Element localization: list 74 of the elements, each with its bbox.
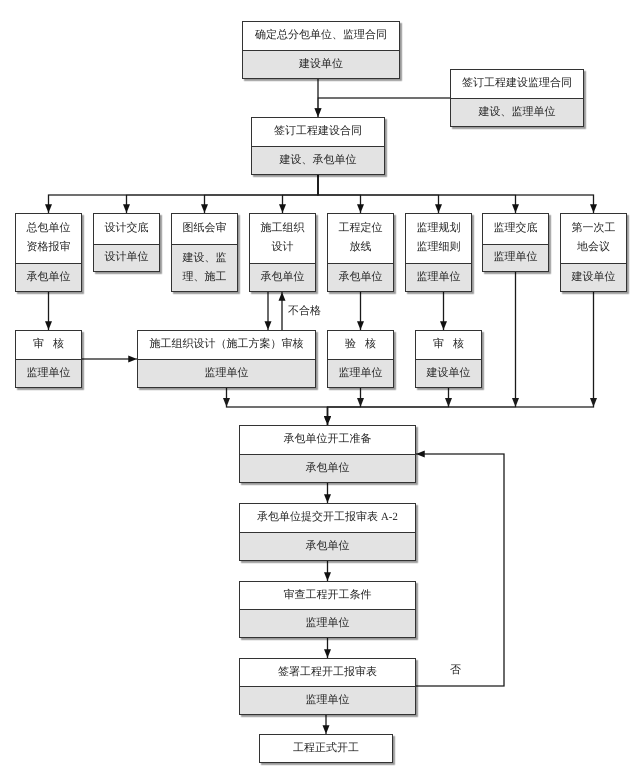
process-box [15, 330, 82, 388]
arrow [324, 638, 331, 658]
party-band: 设计单位 [94, 244, 159, 271]
step-title: 监理规划监理细则 [416, 221, 462, 256]
step-title: 审查工程开工条件 [284, 588, 372, 603]
party-band: 监理单位 [138, 358, 315, 387]
party-band: 监理单位 [328, 358, 393, 387]
party-band: 承包单位 [328, 262, 393, 291]
edge-label: 不合格 [287, 304, 322, 318]
process-box [239, 503, 416, 561]
process-box [482, 213, 549, 272]
arrow [322, 715, 330, 734]
party-band: 建设、监理、施工 [172, 244, 237, 291]
arrow [264, 292, 272, 330]
step-title: 第一次工地会议 [570, 221, 616, 256]
arrow [314, 97, 450, 117]
process-box [415, 330, 482, 388]
party-band: 监理单位 [240, 686, 415, 714]
edge-label: 否 [449, 663, 462, 677]
process-box [239, 581, 416, 638]
arrow [324, 483, 331, 503]
process-box [251, 117, 385, 175]
arrow [324, 561, 331, 581]
process-box [239, 658, 416, 715]
process-box [93, 213, 160, 272]
process-box [239, 425, 416, 483]
party-band: 承包单位 [240, 532, 415, 560]
step-title: 承包单位开工准备 [284, 432, 372, 448]
process-box [171, 213, 238, 292]
process-box [405, 213, 472, 292]
step-title: 验核 [344, 337, 385, 352]
step-title: 监理交底 [494, 220, 538, 236]
party-band: 监理单位 [240, 608, 415, 637]
process-box [249, 213, 316, 292]
step-title: 审核 [432, 336, 473, 352]
step-title: 设计交底 [104, 220, 148, 236]
process-box [327, 213, 394, 292]
arrow [416, 450, 505, 687]
arrow [82, 356, 137, 362]
step-title: 承包单位提交开工报审表 A-2 [257, 510, 398, 526]
step-title: 签署工程开工报审表 [278, 664, 377, 680]
process-box [242, 21, 400, 79]
step-title: 签订工程建设合同 [274, 124, 362, 140]
arrow [317, 175, 597, 213]
party-band: 建设单位 [416, 358, 481, 387]
step-title: 审核 [32, 336, 73, 352]
arrow [324, 292, 597, 425]
party-band: 监理单位 [16, 358, 81, 387]
step-title: 确定总分包单位、监理合同 [255, 28, 387, 44]
step-title: 图纸会审 [182, 220, 226, 236]
party-band: 监理单位 [406, 262, 471, 291]
party-band: 承包单位 [240, 454, 415, 482]
step-title: 工程定位放线 [338, 220, 384, 256]
arrow [278, 292, 286, 330]
step-title: 施工组织设计 [260, 221, 306, 256]
arrow [440, 292, 447, 330]
party-band: 承包单位 [250, 262, 315, 291]
process-box: 工程正式开工 [259, 734, 393, 763]
step-title: 签订工程建设监理合同 [462, 76, 572, 92]
arrow [357, 292, 364, 330]
party-band: 建设单位 [243, 50, 399, 78]
process-box [327, 330, 394, 388]
party-band: 监理单位 [483, 244, 548, 271]
party-band: 建设、承包单位 [252, 146, 384, 174]
process-box [450, 69, 584, 127]
arrow [45, 292, 52, 330]
process-box [137, 330, 316, 388]
party-band: 承包单位 [16, 262, 81, 291]
party-band: 建设、监理单位 [451, 98, 583, 126]
step-title: 总包单位资格报审 [26, 221, 72, 256]
party-band: 建设单位 [561, 262, 626, 291]
process-box [15, 213, 82, 292]
process-box [560, 213, 627, 292]
step-title: 施工组织设计（施工方案）审核 [150, 336, 304, 352]
